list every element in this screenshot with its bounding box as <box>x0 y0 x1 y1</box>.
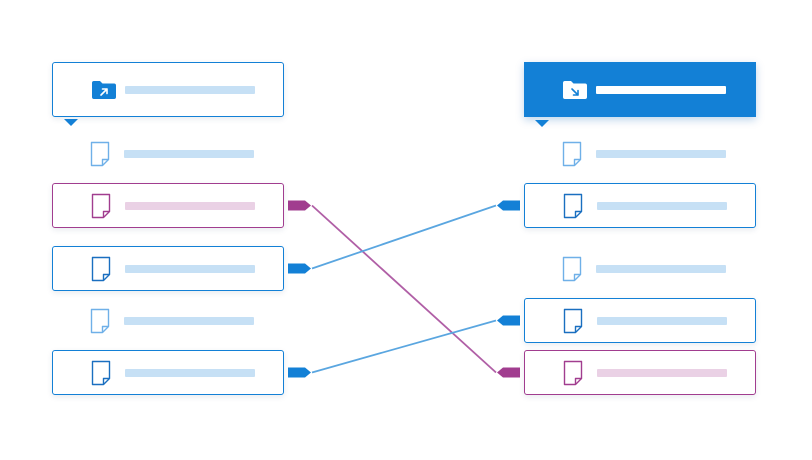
file-name-placeholder <box>125 201 255 210</box>
file-name-placeholder <box>124 149 254 158</box>
mapping-connector-line <box>311 319 497 374</box>
file-name-placeholder <box>124 316 254 325</box>
document-icon <box>90 308 110 333</box>
document-icon <box>91 193 111 218</box>
folder-arrow-in-icon <box>563 80 587 99</box>
file-name-placeholder <box>596 149 726 158</box>
folder-name-placeholder <box>125 85 255 94</box>
document-icon <box>91 256 111 281</box>
left-file-item[interactable] <box>52 298 284 343</box>
document-icon <box>563 308 583 333</box>
document-icon <box>91 360 111 385</box>
folder-name-placeholder <box>596 85 726 94</box>
file-name-placeholder <box>125 264 255 273</box>
document-icon <box>563 360 583 385</box>
right-file-item[interactable] <box>524 350 756 395</box>
mapping-connector-line <box>311 204 497 270</box>
document-icon <box>563 193 583 218</box>
left-file-item[interactable] <box>52 350 284 395</box>
left-file-item[interactable] <box>52 131 284 176</box>
expand-caret-icon <box>535 120 549 127</box>
file-name-placeholder <box>597 368 727 377</box>
right-file-item[interactable] <box>524 131 756 176</box>
document-icon <box>562 256 582 281</box>
document-icon <box>90 141 110 166</box>
left-folder[interactable] <box>52 62 284 126</box>
folder-arrow-out-icon <box>92 80 116 99</box>
target-handle[interactable] <box>497 315 520 326</box>
right-file-item[interactable] <box>524 183 756 228</box>
expand-caret-icon <box>64 119 78 126</box>
right-file-item[interactable] <box>524 298 756 343</box>
source-handle[interactable] <box>288 263 311 274</box>
file-name-placeholder <box>596 264 726 273</box>
mapping-connector-line <box>311 204 497 374</box>
left-file-item[interactable] <box>52 246 284 291</box>
right-folder[interactable] <box>524 62 756 127</box>
document-icon <box>562 141 582 166</box>
left-file-item[interactable] <box>52 183 284 228</box>
file-name-placeholder <box>125 368 255 377</box>
file-name-placeholder <box>597 316 727 325</box>
target-handle[interactable] <box>497 200 520 211</box>
source-handle[interactable] <box>288 200 311 211</box>
right-file-item[interactable] <box>524 246 756 291</box>
target-handle[interactable] <box>497 367 520 378</box>
file-name-placeholder <box>597 201 727 210</box>
source-handle[interactable] <box>288 367 311 378</box>
